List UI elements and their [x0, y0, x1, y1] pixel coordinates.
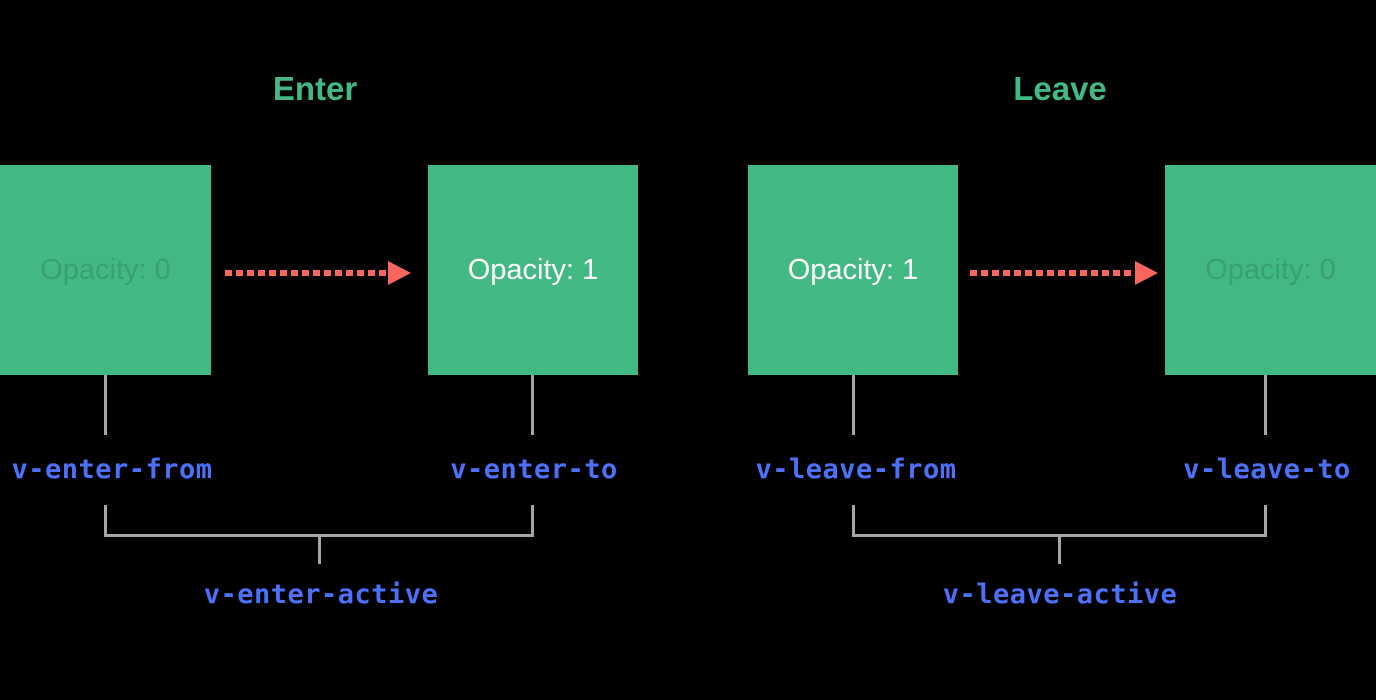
leave-from-box: Opacity: 1: [748, 165, 958, 375]
v-enter-from-label: v-enter-from: [11, 454, 213, 485]
v-leave-from-label: v-leave-from: [755, 454, 957, 485]
enter-to-box-label: Opacity: 1: [467, 253, 599, 286]
leave-arrow-head: [1135, 261, 1158, 285]
leave-to-box-label: Opacity: 0: [1205, 253, 1336, 286]
leave-from-box-label: Opacity: 1: [787, 253, 919, 286]
v-leave-to-label: v-leave-to: [1183, 454, 1351, 485]
enter-arrow-dashes: [225, 270, 388, 276]
enter-section-title: Enter: [272, 70, 358, 107]
leave-section-title: Leave: [1013, 70, 1107, 107]
leave-bracket-right-stub: [1264, 505, 1267, 537]
enter-bracket-left-stub: [104, 505, 107, 537]
leave-bracket-bar: [852, 534, 1267, 537]
leave-to-connector-line: [1264, 375, 1267, 435]
v-enter-to-label: v-enter-to: [450, 454, 618, 485]
enter-bracket-center-stub: [318, 537, 321, 564]
enter-from-connector-line: [104, 375, 107, 435]
leave-to-box: Opacity: 0: [1165, 165, 1376, 375]
v-leave-active-label: v-leave-active: [942, 579, 1178, 610]
leave-bracket-center-stub: [1058, 537, 1061, 564]
enter-to-box: Opacity: 1: [428, 165, 638, 375]
leave-arrow-dashes: [970, 270, 1135, 276]
leave-bracket-left-stub: [852, 505, 855, 537]
enter-from-box-label: Opacity: 0: [40, 253, 171, 286]
enter-arrow-head: [388, 261, 411, 285]
leave-from-connector-line: [852, 375, 855, 435]
enter-to-connector-line: [531, 375, 534, 435]
enter-bracket-right-stub: [531, 505, 534, 537]
v-enter-active-label: v-enter-active: [203, 579, 439, 610]
enter-from-box: Opacity: 0: [0, 165, 211, 375]
enter-bracket-bar: [104, 534, 534, 537]
